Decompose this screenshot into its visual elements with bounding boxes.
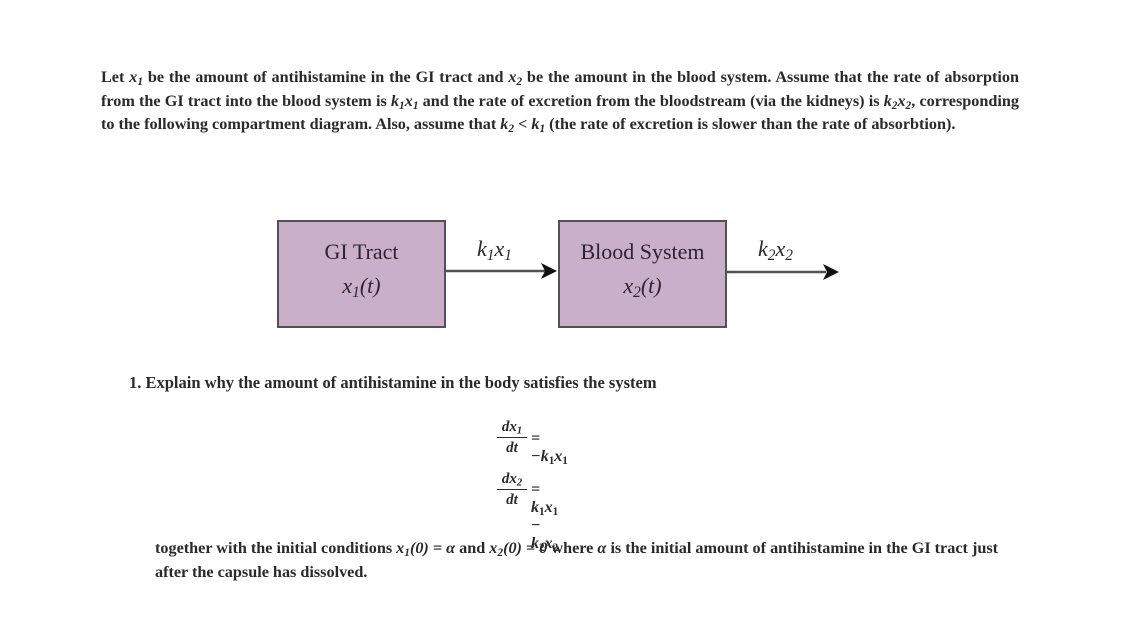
math-ic1: x1(0) = α	[396, 539, 456, 559]
math-alpha: α	[597, 539, 607, 557]
question-number: 1.	[129, 373, 142, 392]
arrow-absorption	[446, 263, 557, 279]
intro-text: be the amount in the blood system. Assum…	[101, 68, 1019, 110]
math-x2: x2	[508, 68, 523, 88]
intro-text: Let	[101, 68, 130, 86]
compartment-variable: x1(t)	[342, 273, 381, 301]
initial-conditions-paragraph: together with the initial conditions x1(…	[155, 539, 999, 581]
equation-rhs: = −k1x1	[531, 430, 568, 467]
intro-paragraph: Let x1 be the amount of antihistamine in…	[101, 66, 1019, 137]
math-ic2: x2(0) = 0	[489, 539, 548, 559]
intro-text: and the rate of excretion from the blood…	[418, 91, 884, 110]
arrow-excretion	[727, 264, 839, 280]
flow-label-absorption: k1x1	[477, 236, 512, 264]
equation-rhs: = k1x1 − k2x2	[531, 481, 559, 554]
compartment-variable: x2(t)	[623, 273, 662, 301]
compartment-title: Blood System	[580, 239, 705, 264]
intro-text: , corresponding to the following compart…	[101, 91, 1019, 134]
math-k1x1: k1x1	[390, 91, 419, 112]
compartment-gi-tract: GI Tract x1(t)	[277, 220, 446, 328]
derivative-fraction: dx1 dt	[497, 418, 527, 457]
math-k2x2: k2x2	[883, 91, 912, 112]
question-text: Explain why the amount of antihistamine …	[145, 373, 657, 392]
question-1: 1. Explain why the amount of antihistami…	[129, 373, 657, 393]
compartment-title: GI Tract	[324, 239, 399, 264]
math-x1: x1	[129, 68, 143, 88]
compartment-blood-system: Blood System x2(t)	[558, 220, 727, 328]
math-inequality: k2 < k1	[500, 115, 546, 136]
derivative-fraction: dx2 dt	[497, 470, 527, 509]
intro-text: be the amount of antihistamine in the GI…	[142, 68, 509, 86]
intro-text: (the rate of excretion is slower than th…	[545, 115, 956, 134]
flow-label-excretion: k2x2	[758, 236, 793, 264]
